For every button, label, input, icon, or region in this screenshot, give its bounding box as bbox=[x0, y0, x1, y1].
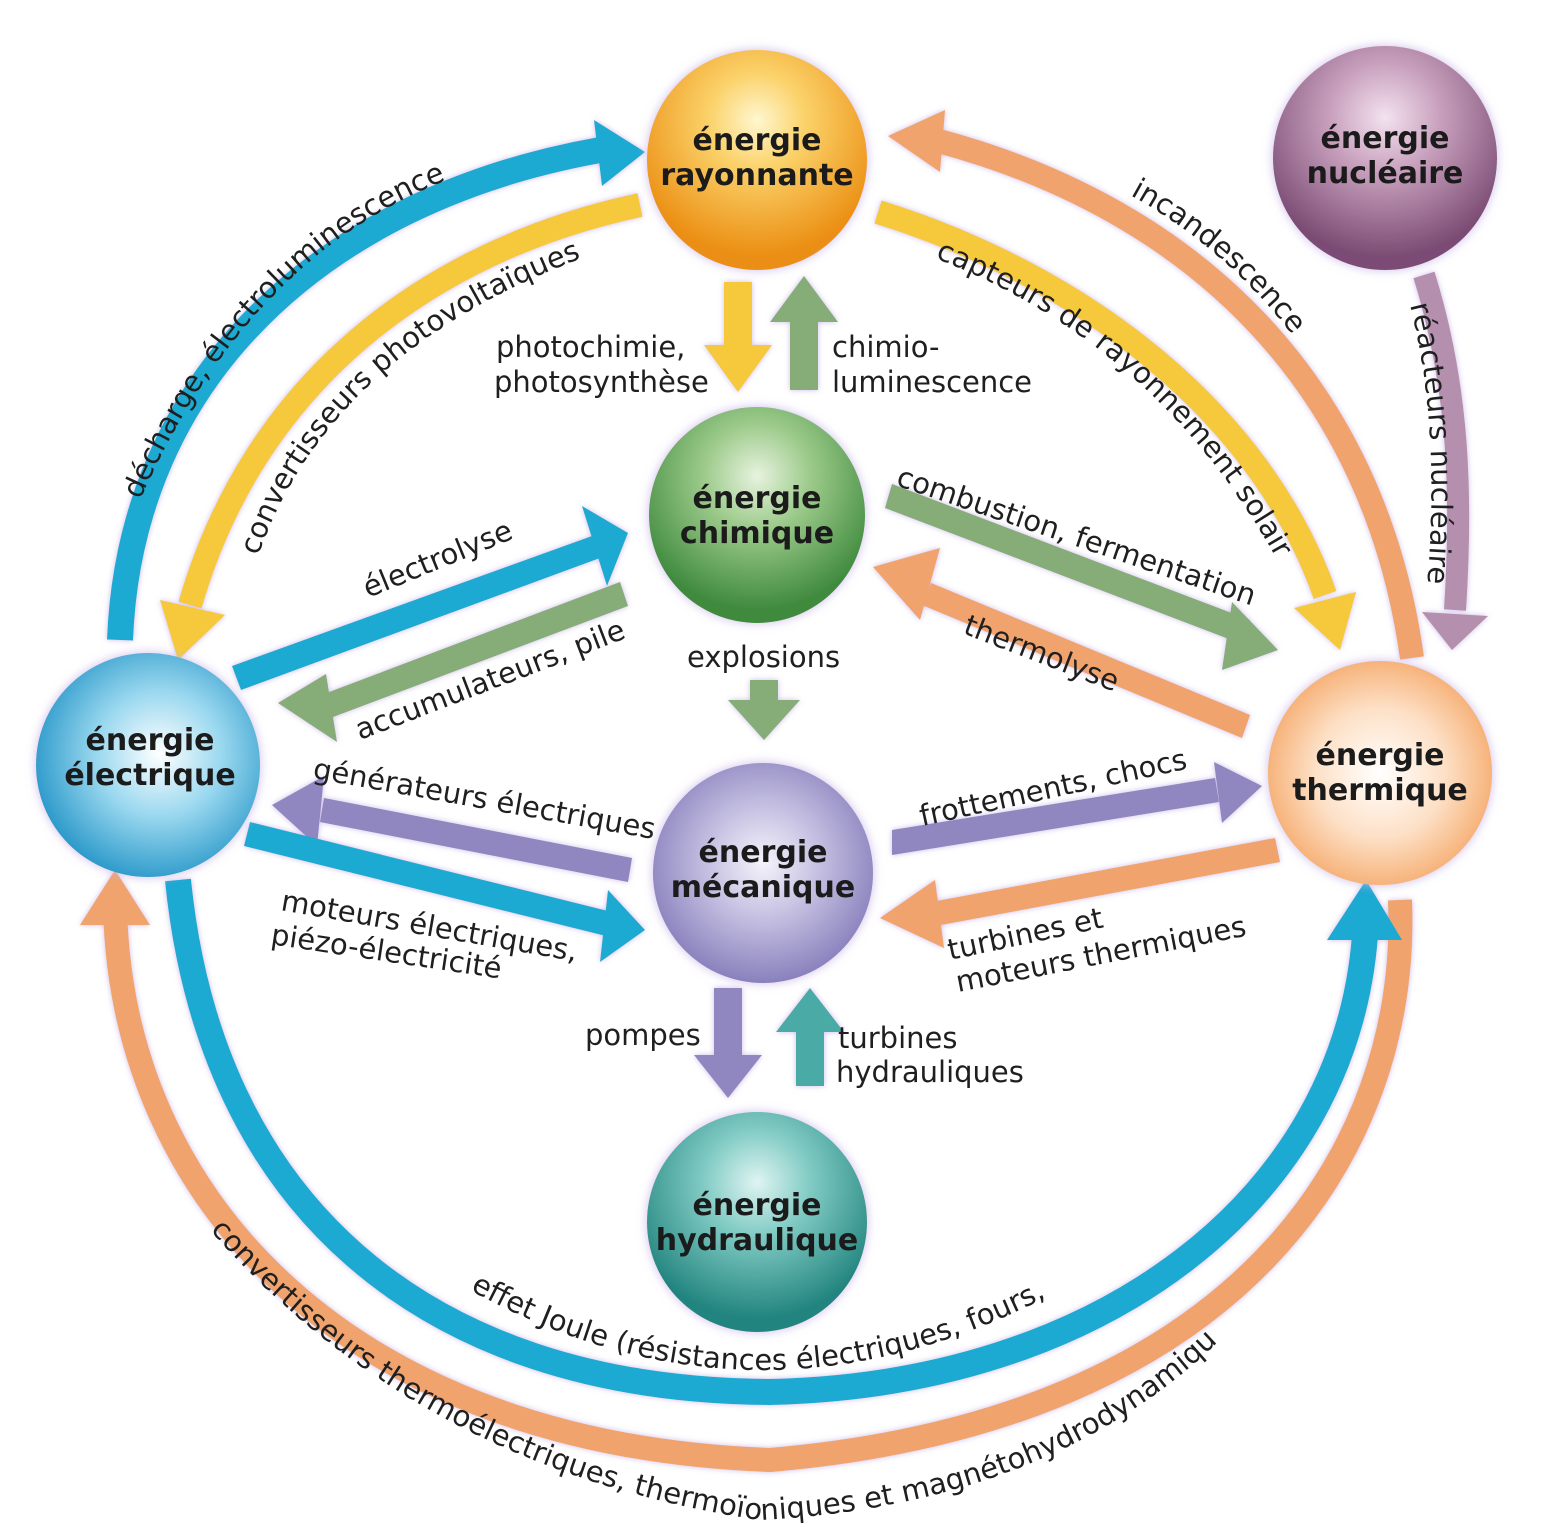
arrow-pumps bbox=[694, 988, 762, 1098]
label-explosions: explosions bbox=[687, 640, 840, 674]
label-hydraulic-turbines-1: turbines bbox=[838, 1021, 957, 1055]
label-hydraulic-turbines-2: hydrauliques bbox=[836, 1055, 1024, 1089]
node-radiant-line2: rayonnante bbox=[660, 158, 853, 193]
node-electrical-line1: énergie bbox=[86, 723, 215, 758]
arrow-photovoltaic-converters bbox=[160, 193, 643, 660]
arrow-batteries bbox=[278, 582, 628, 742]
node-nuclear-line1: énergie bbox=[1321, 121, 1450, 156]
energy-nodes: énergie rayonnante énergie nucléaire éne… bbox=[36, 46, 1497, 1332]
arrow-electrolysis bbox=[232, 506, 628, 690]
arrow-thermoelectric-converters bbox=[80, 870, 1413, 1473]
arrow-nuclear-reactors bbox=[1413, 271, 1488, 650]
node-chemical-energy: énergie chimique bbox=[649, 407, 865, 623]
node-hydraulic-line1: énergie bbox=[693, 1188, 822, 1223]
node-mechanical-line1: énergie bbox=[699, 835, 828, 870]
label-photochemistry-2: photosynthèse bbox=[494, 365, 709, 399]
arrow-thermolysis bbox=[873, 548, 1250, 738]
arrow-combustion bbox=[885, 484, 1278, 670]
label-combustion: combustion, fermentation bbox=[893, 459, 1261, 612]
label-photochemistry-1: photochimie, bbox=[496, 330, 685, 364]
arrow-joule-effect bbox=[165, 878, 1402, 1406]
arrow-electric-motors bbox=[244, 822, 645, 962]
node-chemical-line1: énergie bbox=[693, 481, 822, 516]
arrow-incandescence bbox=[888, 110, 1424, 660]
label-solar-collectors: capteurs de rayonnement solaire bbox=[0, 0, 1300, 562]
arrow-discharge-electroluminescence bbox=[107, 120, 645, 641]
node-nuclear-energy: énergie nucléaire bbox=[1273, 46, 1497, 270]
node-chemical-line2: chimique bbox=[680, 516, 834, 551]
node-radiant-energy: énergie rayonnante bbox=[647, 50, 867, 270]
label-pumps: pompes bbox=[585, 1018, 701, 1052]
arrow-heat-engines bbox=[880, 838, 1280, 948]
node-mechanical-line2: mécanique bbox=[671, 870, 855, 905]
node-nuclear-line2: nucléaire bbox=[1307, 156, 1464, 191]
node-hydraulic-energy: énergie hydraulique bbox=[647, 1112, 867, 1332]
node-radiant-line1: énergie bbox=[693, 123, 822, 158]
arrow-explosions bbox=[728, 680, 800, 740]
node-thermal-energy: énergie thermique bbox=[1268, 661, 1492, 885]
node-electrical-line2: électrique bbox=[64, 758, 235, 793]
node-mechanical-energy: énergie mécanique bbox=[653, 763, 873, 983]
node-hydraulic-line2: hydraulique bbox=[656, 1223, 859, 1258]
node-electrical-energy: énergie électrique bbox=[36, 653, 260, 877]
label-chemiluminescence-1: chimio- bbox=[832, 330, 939, 364]
node-thermal-line1: énergie bbox=[1316, 738, 1445, 773]
arrow-electric-generators bbox=[272, 776, 632, 882]
arrow-hydraulic-turbines bbox=[776, 988, 844, 1086]
arrow-photochemistry bbox=[704, 282, 772, 392]
arrows bbox=[80, 110, 1488, 1473]
node-thermal-line2: thermique bbox=[1292, 773, 1468, 808]
arrow-friction bbox=[892, 762, 1262, 855]
label-chemiluminescence-2: luminescence bbox=[832, 365, 1032, 399]
arrow-solar-collectors bbox=[874, 200, 1356, 650]
arrow-chemiluminescence bbox=[770, 276, 838, 390]
